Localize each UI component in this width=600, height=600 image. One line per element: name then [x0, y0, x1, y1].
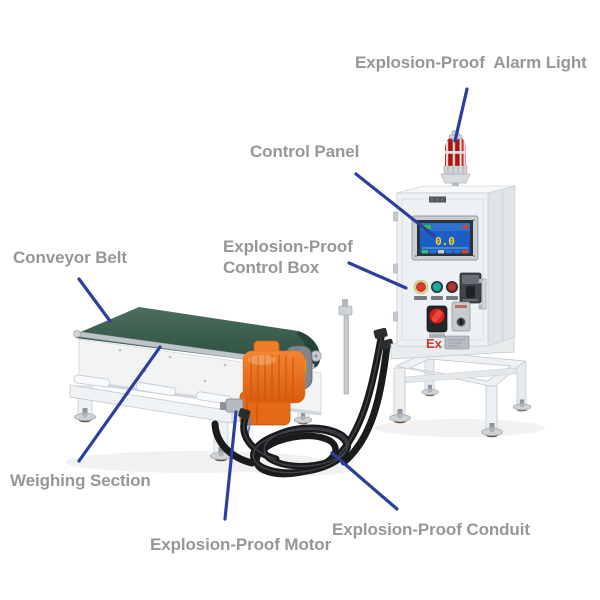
nameplate	[444, 335, 470, 350]
ex-marking: Ex	[426, 336, 443, 351]
explosion-proof-motor	[220, 340, 313, 442]
leader-line-control-panel	[354, 172, 436, 238]
pushbuttons	[413, 279, 458, 300]
leveling-foot	[512, 398, 532, 412]
weight-readout: 0.0	[435, 235, 455, 248]
tension-rod	[338, 299, 353, 395]
explosion-proof-conduit	[211, 327, 394, 478]
red-pushbutton	[416, 282, 426, 292]
teal-pushbutton	[432, 282, 442, 292]
screen-softkeys	[422, 250, 468, 254]
motor-fins	[250, 355, 294, 400]
leader-line-weighing-section	[77, 345, 162, 463]
vent-plate	[429, 196, 446, 203]
label-explosion-proof-alarm-light: Explosion-Proof Alarm Light	[355, 53, 587, 72]
emergency-switch	[426, 305, 448, 338]
door-hinges	[393, 211, 398, 322]
leader-line-motor	[223, 410, 238, 521]
explosion-proof-control-box: 0.0	[393, 185, 516, 351]
cable-gland	[373, 327, 388, 339]
label-conveyor-belt: Conveyor Belt	[13, 248, 127, 267]
cable-gland	[379, 338, 394, 350]
control-box-unit: 0.0	[389, 130, 532, 438]
key-lock-plate	[451, 301, 471, 332]
label-explosion-proof-control-box: Explosion-Proof Control Box	[223, 237, 353, 278]
label-weighing-section: Weighing Section	[10, 471, 151, 490]
cable-gland	[238, 408, 251, 420]
leader-line-conduit	[330, 451, 399, 511]
leader-line-conveyor-belt	[77, 277, 112, 323]
control-box-stand	[389, 351, 532, 438]
label-control-panel: Control Panel	[250, 142, 360, 161]
dome-cage	[445, 137, 466, 166]
leveling-foot	[421, 384, 439, 397]
conveyor-unit	[69, 299, 394, 478]
label-explosion-proof-conduit: Explosion-Proof Conduit	[332, 520, 530, 539]
label-explosion-proof-motor: Explosion-Proof Motor	[150, 535, 332, 554]
leader-line-alarm-light	[453, 87, 469, 143]
door-handle	[478, 278, 487, 310]
control-panel-display: 0.0	[411, 215, 479, 261]
dark-red-pushbutton	[447, 282, 457, 292]
body-screws	[118, 348, 277, 383]
circuit-breaker	[459, 272, 482, 304]
leader-line-control-box	[347, 261, 408, 290]
leader-lines	[77, 87, 469, 521]
